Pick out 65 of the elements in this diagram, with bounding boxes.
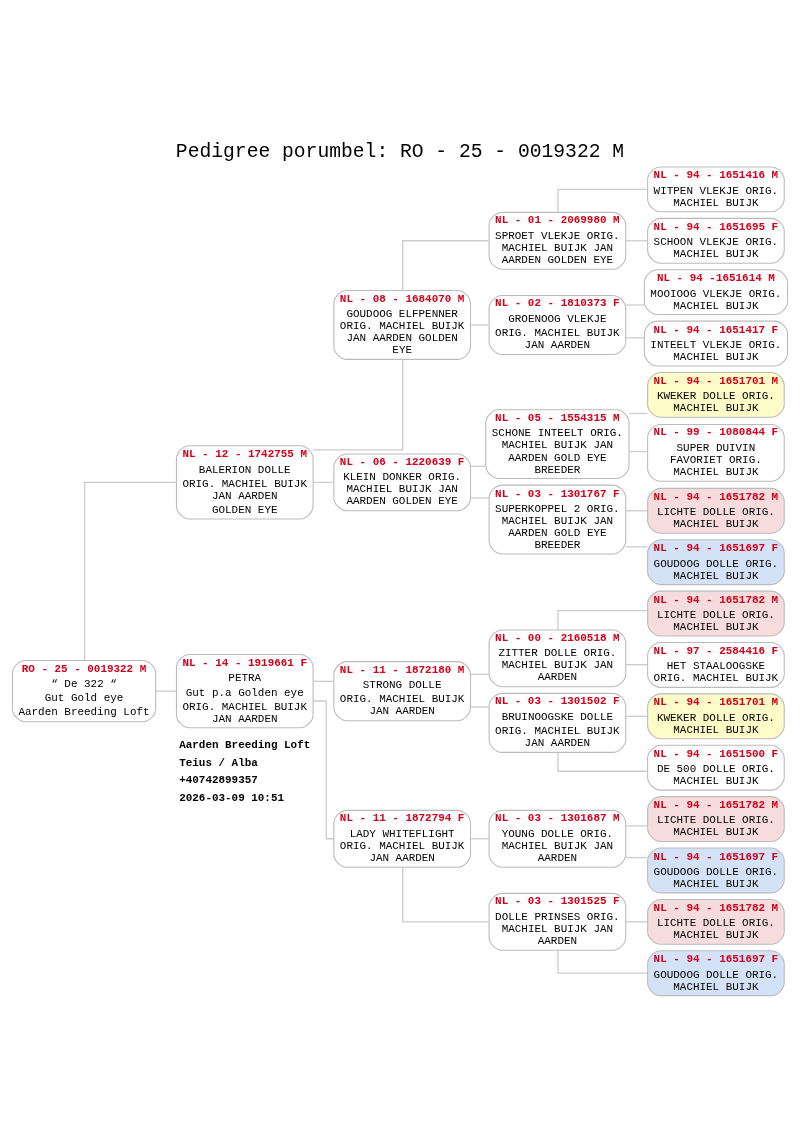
connector [470, 837, 490, 839]
node-box: NL - 14 - 1919661 F PETRA Gut p.a Golden eye ORIG. MACHIEL BUIJK JAN AARDEN [175, 653, 314, 728]
node-box: NL - 03 - 1301502 F BRUINOOGSKE DOLLE ORIG. MACHIEL BUIJK JAN AARDEN [488, 692, 627, 753]
node-box: NL - 05 - 1554315 M SCHONE INTEELT ORIG. MACHIEL BUIJK JAN AARDEN GOLD EYE BREEDER [485, 408, 630, 479]
connector [312, 699, 335, 839]
node-box: NL - 94 - 1651416 M WITPEN VLEKJE ORIG. MACHIEL BUIJK [647, 165, 785, 212]
node-box: RO - 25 - 0019322 M “ De 322 “ Gut Gold eye Aarden Breeding Loft [11, 659, 157, 722]
connector [557, 751, 649, 772]
connector [625, 663, 648, 665]
connector [470, 496, 490, 499]
connector [625, 303, 645, 306]
node-box: NL - 00 - 2160518 M ZITTER DOLLE ORIG. MACHIEL BUIJK JAN AARDEN [488, 628, 627, 687]
connector [312, 481, 335, 483]
connector [402, 866, 490, 922]
node-box: NL - 97 - 2584416 F HET STAALOOGSKE ORIG. MACHIEL BUIJK [647, 641, 785, 688]
node-box: NL - 94 - 1651697 F GOUDOOG DOLLE ORIG. MACHIEL BUIJK [647, 538, 785, 585]
node-box: NL - 01 - 2069980 M SPROET VLEKJE ORIG. MACHIEL BUIJK JAN AARDEN GOLDEN EYE [488, 211, 627, 270]
node-box: NL - 11 - 1872794 F LADY WHITEFLIGHT ORIG. MACHIEL BUIJK JAN AARDEN [333, 809, 472, 868]
connector [625, 545, 648, 548]
node-box: NL - 94 - 1651701 M KWEKER DOLLE ORIG. MACHIEL BUIJK [647, 692, 785, 739]
node-box: NL - 94 - 1651782 M LICHTE DOLLE ORIG. MACHIEL BUIJK [647, 487, 785, 534]
connector [470, 323, 490, 326]
node-box: NL - 12 - 1742755 M BALERION DOLLE ORIG. MACHIEL BUIJK JAN AARDEN GOLDEN EYE [175, 444, 314, 520]
label: 2026-03-09 10:51 [179, 790, 285, 803]
label: +40742899357 [179, 773, 258, 786]
node-box: NL - 94 -1651614 M MOOIOOG VLEKJE ORIG. MACHIEL BUIJK [643, 268, 789, 315]
connector [557, 609, 649, 630]
connector [402, 239, 490, 291]
connector [470, 705, 490, 708]
node-box: NL - 94 - 1651697 F GOUDOOG DOLLE ORIG. MACHIEL BUIJK [647, 949, 785, 996]
label: Teius / Alba [179, 756, 258, 769]
node-box: NL - 03 - 1301525 F DOLLE PRINSES ORIG. MACHIEL BUIJK JAN AARDEN [488, 892, 627, 951]
connector [625, 920, 648, 922]
connector [312, 680, 335, 682]
connector [625, 824, 648, 827]
node-box: NL - 94 - 1651782 M LICHTE DOLLE ORIG. MACHIEL BUIJK [647, 795, 785, 842]
label: Aarden Breeding Loft [179, 738, 311, 751]
connector [83, 481, 178, 661]
connector [557, 949, 649, 974]
node-box: NL - 08 - 1684070 M GOUDOOG ELFPENNER ORIG. MACHIEL BUIJK JAN AARDEN GOLDEN EYE [333, 289, 472, 360]
connector [625, 336, 645, 338]
node-box: NL - 03 - 1301687 M YOUNG DOLLE ORIG. MACHIEL BUIJK JAN AARDEN [488, 809, 627, 868]
connector [155, 690, 177, 692]
node-box: NL - 94 - 1651697 F GOUDOOG DOLLE ORIG. MACHIEL BUIJK [647, 847, 785, 893]
connector [625, 715, 648, 717]
connector [628, 450, 649, 452]
connector [625, 239, 648, 241]
connector [628, 412, 649, 414]
node-box: NL - 06 - 1220639 F KLEIN DONKER ORIG. MACHIEL BUIJK JAN AARDEN GOLDEN EYE [333, 452, 472, 511]
connector [625, 856, 648, 858]
diagram-title: Pedigree porumbel: RO - 25 - 0019322 M [175, 139, 625, 162]
connector [625, 509, 648, 511]
node-box: NL - 11 - 1872180 M STRONG DOLLE ORIG. MACHIEL BUIJK JAN AARDEN [333, 660, 472, 721]
connector [470, 673, 490, 675]
node-box: NL - 94 - 1651782 M LICHTE DOLLE ORIG. MACHIEL BUIJK [647, 898, 785, 945]
node-box: NL - 94 - 1651695 F SCHOON VLEKJE ORIG. MACHIEL BUIJK [647, 217, 785, 264]
node-box: NL - 03 - 1301767 F SUPERKOPPEL 2 ORIG. MACHIEL BUIJK JAN AARDEN GOLD EYE BREEDER [488, 484, 627, 554]
node-box: NL - 94 - 1651500 F DE 500 DOLLE ORIG. MACHIEL BUIJK [647, 744, 785, 791]
node-box: NL - 02 - 1810373 F GROENOOG VLEKJE ORIG. MACHIEL BUIJK JAN AARDEN [488, 294, 627, 355]
node-box: NL - 99 - 1080844 F SUPER DUIVIN FAVORIET ORIG. MACHIEL BUIJK [647, 423, 785, 482]
connector [312, 358, 404, 450]
node-box: NL - 94 - 1651701 M KWEKER DOLLE ORIG. MACHIEL BUIJK [647, 371, 785, 418]
connector [557, 188, 649, 213]
node-box: NL - 94 - 1651782 M LICHTE DOLLE ORIG. MACHIEL BUIJK [647, 590, 785, 636]
node-box: NL - 94 - 1651417 F INTEELT VLEKJE ORIG. MACHIEL BUIJK [643, 320, 789, 366]
